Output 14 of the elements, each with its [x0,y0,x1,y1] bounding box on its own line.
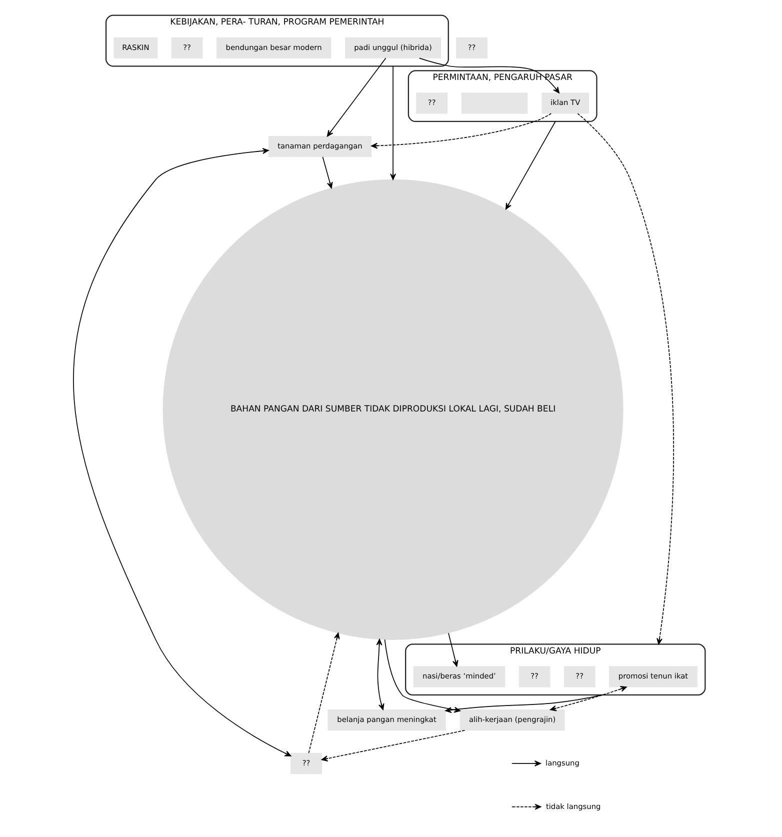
arrow [549,686,626,712]
arrow [418,58,559,94]
arrow [308,632,340,754]
arrow [370,113,552,149]
arrow [322,156,332,188]
arrow [376,638,384,710]
arrow [326,58,386,137]
arrow [504,121,556,210]
arrow [448,632,458,667]
arrow [72,148,291,756]
arrow [576,113,674,645]
arrow [320,730,465,762]
node-box [461,92,528,114]
arrow [390,66,396,180]
